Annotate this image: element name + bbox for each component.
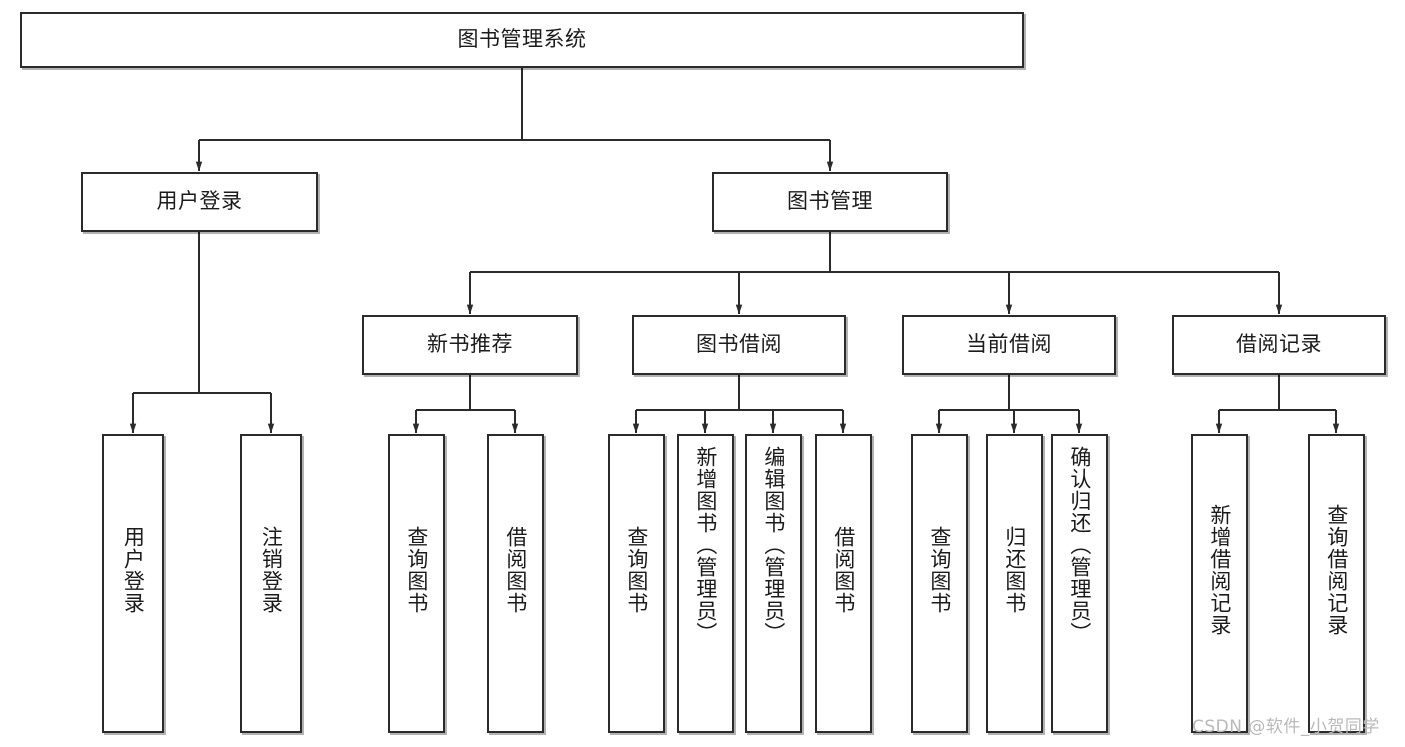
node-label: 注销登录 <box>259 526 284 614</box>
node-leaf-cb-query-book[interactable]: 查询图书 <box>911 434 968 733</box>
node-leaf-cb-return-book[interactable]: 归还图书 <box>986 434 1043 733</box>
node-label: 当前借阅 <box>966 332 1052 357</box>
node-label: 新书推荐 <box>427 332 513 357</box>
node-label: 新增图书（管理员） <box>693 446 718 644</box>
node-borrow-record[interactable]: 借阅记录 <box>1172 315 1386 375</box>
node-root[interactable]: 图书管理系统 <box>20 12 1024 68</box>
node-label: 图书管理 <box>787 189 873 214</box>
node-label: 用户登录 <box>121 526 146 614</box>
node-leaf-user-logout[interactable]: 注销登录 <box>240 434 302 733</box>
node-label: 查询图书 <box>404 526 429 614</box>
node-label: 归还图书 <box>1002 526 1027 614</box>
node-leaf-user-login[interactable]: 用户登录 <box>102 434 164 733</box>
node-user-login[interactable]: 用户登录 <box>81 172 318 232</box>
node-label: 借阅图书 <box>503 526 528 614</box>
node-label: 用户登录 <box>156 189 243 214</box>
node-label: 编辑图书（管理员） <box>761 446 786 644</box>
node-leaf-br-add-record[interactable]: 新增借阅记录 <box>1191 434 1248 733</box>
node-leaf-cb-confirm-return[interactable]: 确认归还（管理员） <box>1051 434 1108 733</box>
node-label: 图书管理系统 <box>457 27 587 52</box>
node-leaf-rec-borrow-book[interactable]: 借阅图书 <box>487 434 544 733</box>
node-new-book-rec[interactable]: 新书推荐 <box>362 315 578 375</box>
node-label: 查询图书 <box>624 526 649 614</box>
node-label: 图书借阅 <box>696 332 782 357</box>
node-book-manage[interactable]: 图书管理 <box>712 172 948 232</box>
node-label: 查询图书 <box>927 526 952 614</box>
node-leaf-bb-borrow-book[interactable]: 借阅图书 <box>815 434 872 733</box>
node-label: 新增借阅记录 <box>1207 504 1232 636</box>
node-label: 借阅记录 <box>1236 332 1322 357</box>
node-label: 确认归还（管理员） <box>1067 446 1092 644</box>
node-leaf-br-query-record[interactable]: 查询借阅记录 <box>1308 434 1365 733</box>
csdn-watermark: CSDN @软件_小贺同学 <box>1192 717 1380 737</box>
node-leaf-bb-edit-book[interactable]: 编辑图书（管理员） <box>745 434 802 733</box>
node-leaf-rec-query-book[interactable]: 查询图书 <box>388 434 445 733</box>
node-leaf-bb-add-book[interactable]: 新增图书（管理员） <box>677 434 734 733</box>
node-book-borrow[interactable]: 图书借阅 <box>632 315 846 375</box>
node-label: 借阅图书 <box>831 526 856 614</box>
node-label: 查询借阅记录 <box>1324 504 1349 636</box>
node-current-borrow[interactable]: 当前借阅 <box>902 315 1116 375</box>
node-leaf-bb-query-book[interactable]: 查询图书 <box>608 434 665 733</box>
